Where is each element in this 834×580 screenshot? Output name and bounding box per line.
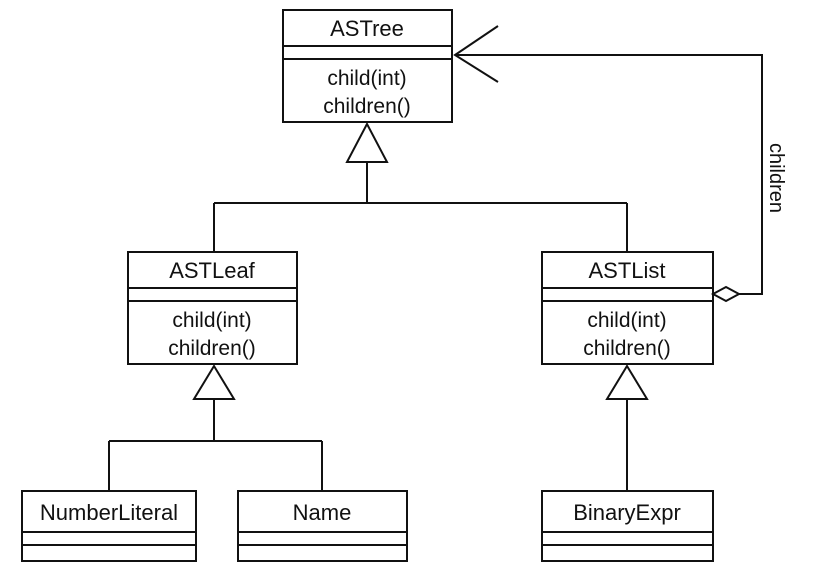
method: children() xyxy=(323,95,411,118)
generalization-astree xyxy=(213,121,628,252)
class-box xyxy=(127,251,298,365)
class-astleaf: ASTLeaf child(int) children() xyxy=(127,251,298,365)
class-name: ASTree xyxy=(330,16,404,41)
inheritance-arrowhead-icon xyxy=(192,364,236,400)
inheritance-arrowhead-icon xyxy=(345,121,389,163)
class-name: ASTList xyxy=(588,258,665,283)
class-name: BinaryExpr xyxy=(573,500,681,525)
generalization-astleaf xyxy=(108,364,323,491)
class-box xyxy=(237,490,408,562)
class-name: ASTLeaf xyxy=(169,258,255,283)
class-name: Name xyxy=(293,500,352,525)
method: child(int) xyxy=(587,309,666,332)
association-label: children xyxy=(765,143,787,213)
class-box xyxy=(282,9,453,123)
class-numberliteral: NumberLiteral xyxy=(21,490,197,562)
class-name: NumberLiteral xyxy=(40,500,178,525)
aggregation-children: children xyxy=(453,25,787,303)
inheritance-arrowhead-icon xyxy=(605,364,649,400)
class-box xyxy=(541,490,714,562)
class-astree: ASTree child(int) children() xyxy=(282,9,453,123)
class-binaryexpr: BinaryExpr xyxy=(541,490,714,562)
class-astlist: ASTList child(int) children() xyxy=(541,251,714,365)
class-box xyxy=(541,251,714,365)
method: children() xyxy=(168,337,256,360)
method: child(int) xyxy=(327,67,406,90)
method: child(int) xyxy=(172,309,251,332)
open-arrowhead-icon xyxy=(453,25,499,83)
generalization-astlist xyxy=(605,364,649,491)
class-name-box: Name xyxy=(237,490,408,562)
association-line xyxy=(455,54,763,295)
aggregation-diamond-icon xyxy=(710,285,742,303)
method: children() xyxy=(583,337,671,360)
